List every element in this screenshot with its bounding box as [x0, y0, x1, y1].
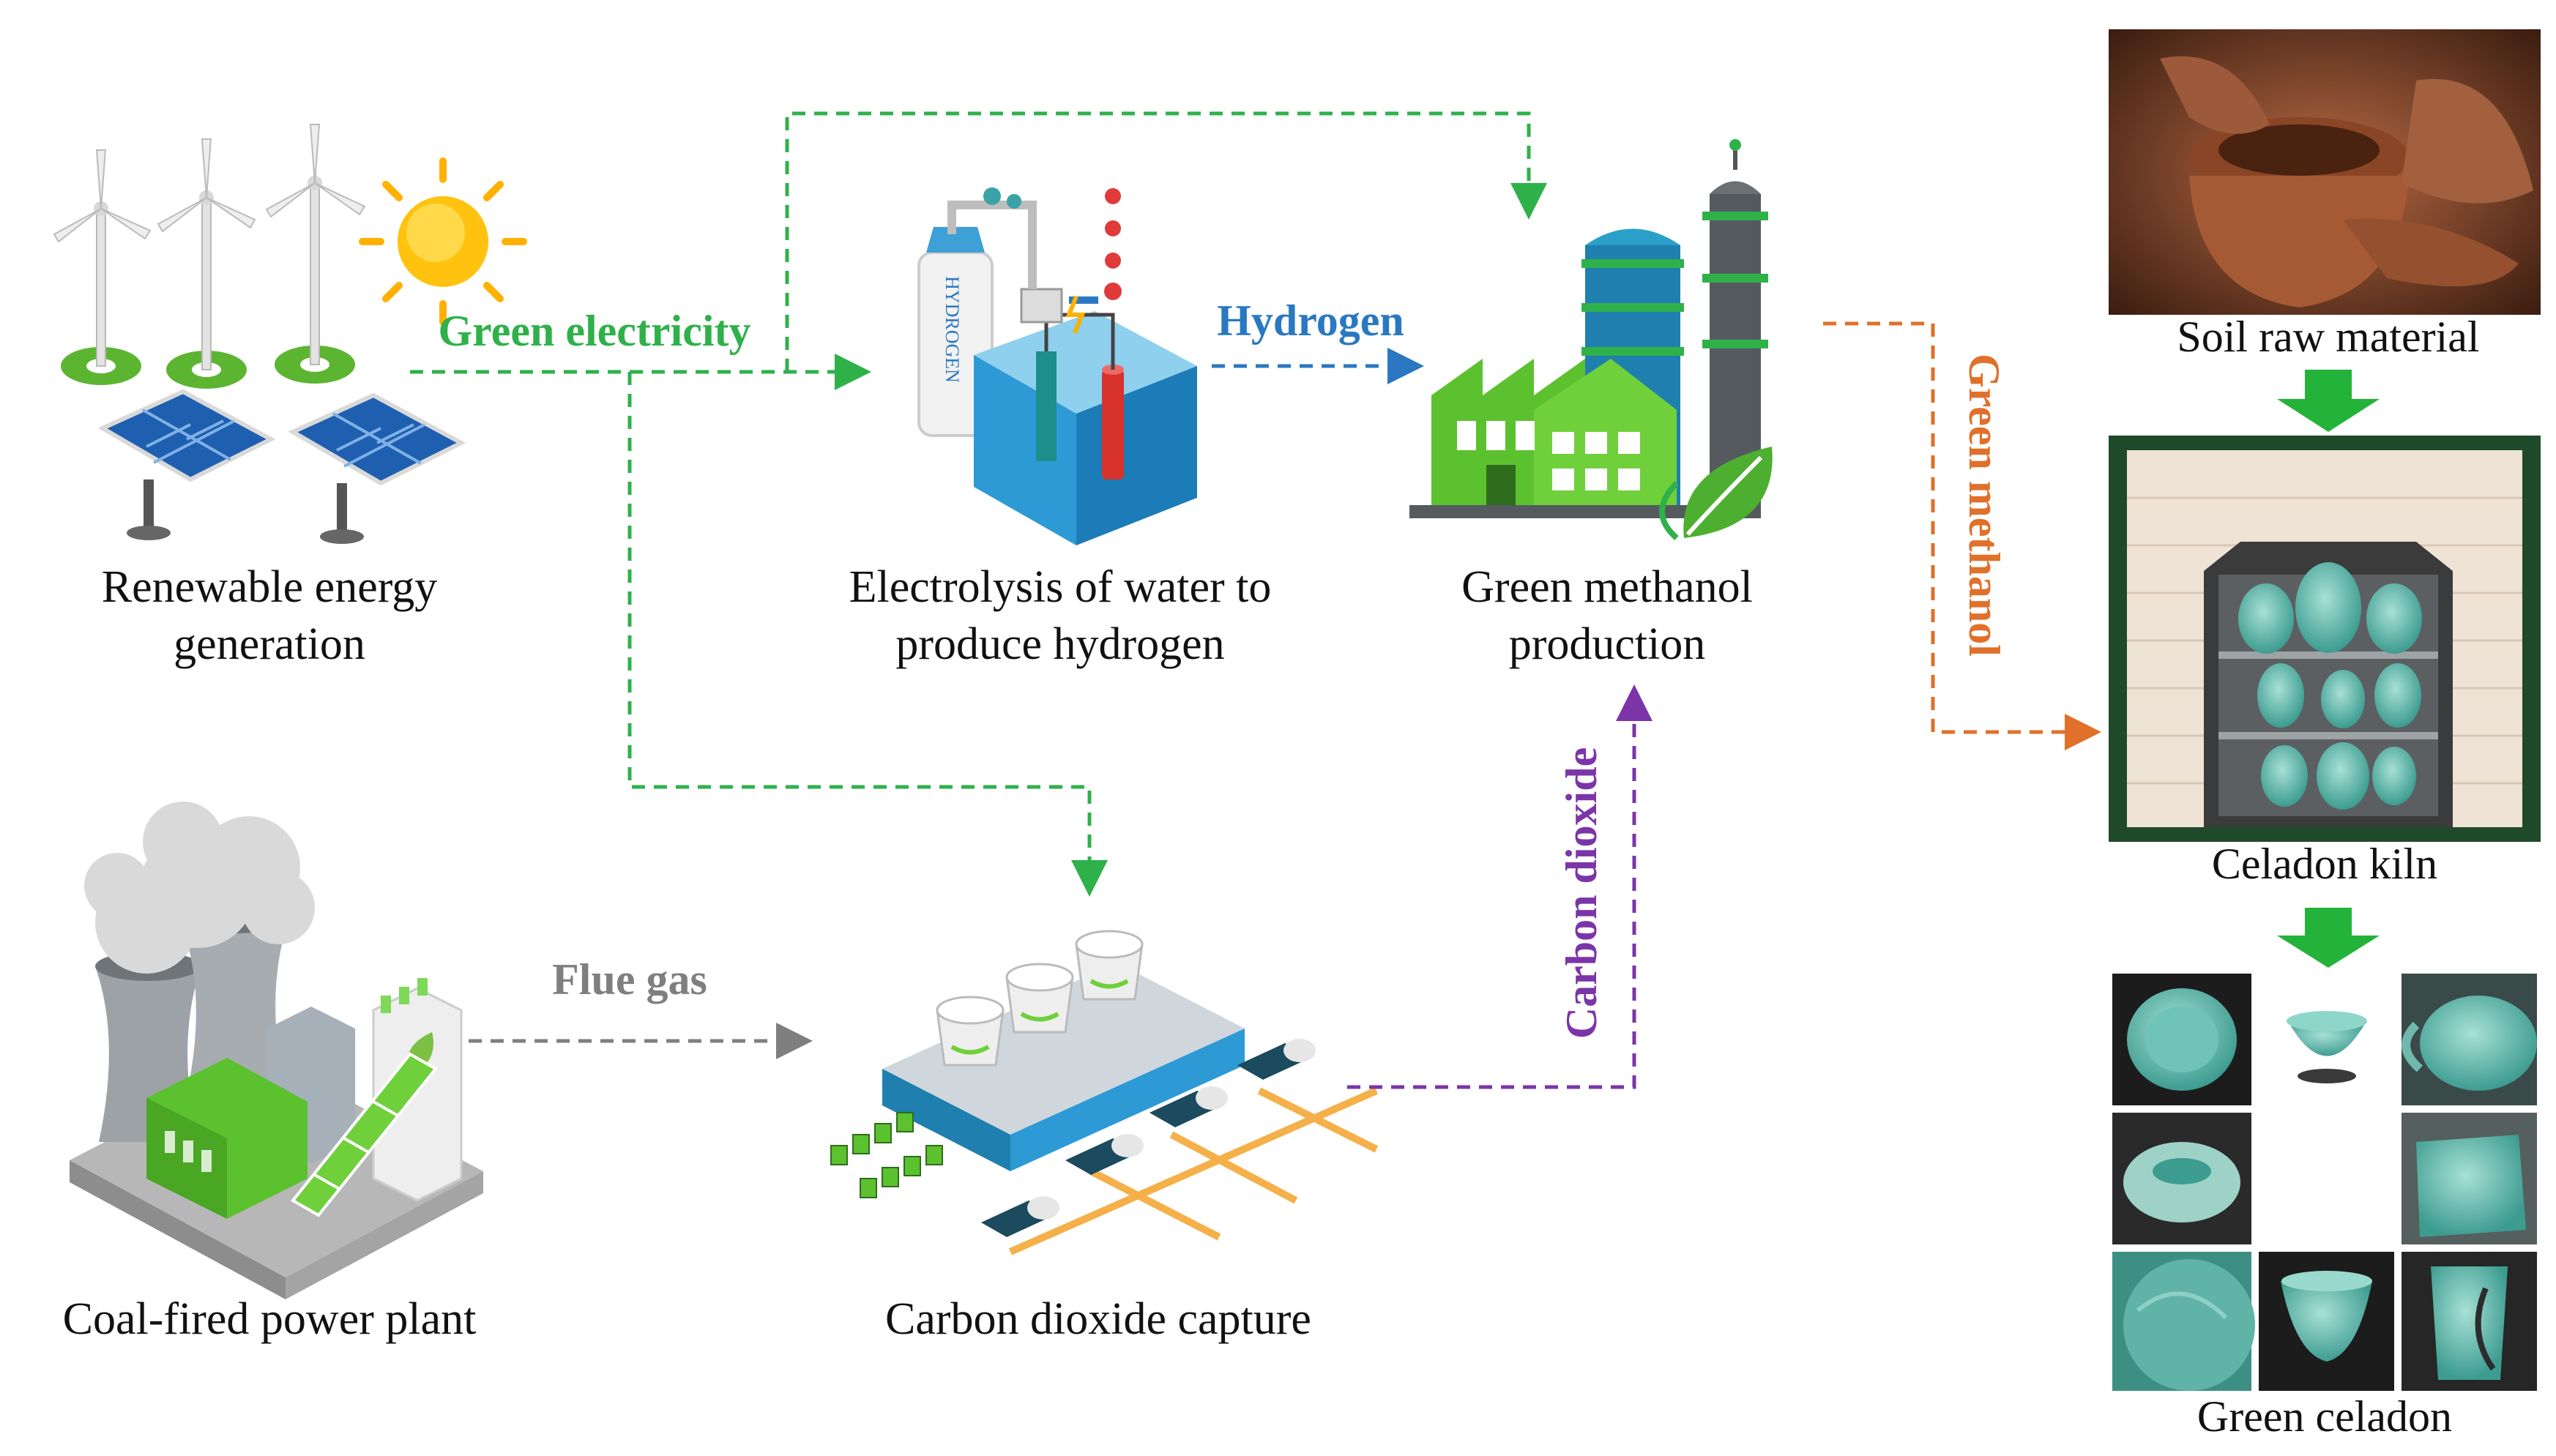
- arrow-green-electricity-to-methanol: [785, 111, 1547, 372]
- down-arrow-icon: [2277, 370, 2380, 432]
- celadon-tile: [2259, 1252, 2394, 1391]
- green-celadon-photo-grid: [2109, 970, 2541, 1395]
- celadon-tile: [2402, 1113, 2537, 1244]
- down-arrow-icon: [2277, 908, 2380, 968]
- carbon-dioxide-label: Carbon dioxide: [1557, 747, 1606, 1039]
- arrow-carbon-dioxide: [1347, 684, 1653, 1089]
- leaf-icon: [1659, 447, 1773, 541]
- solar-panel-icon: [97, 389, 276, 540]
- hydrogen-label: Hydrogen: [1217, 296, 1404, 345]
- coal-plant-label: Coal-fired power plant: [63, 1294, 477, 1344]
- electrolysis-label-line1: Electrolysis of water to: [849, 562, 1272, 612]
- cooling-tower-icons: [936, 930, 1144, 1067]
- celadon-tile: [2112, 974, 2251, 1105]
- celadon-tile: [2259, 1113, 2394, 1244]
- celadon-tile: [2112, 1113, 2251, 1244]
- water-tank-icon: [947, 187, 1197, 545]
- methanol-label-line1: Green methanol: [1461, 562, 1753, 612]
- arrow-green-electricity-to-capture: [627, 372, 1108, 897]
- renewable-energy-illustration: [53, 124, 527, 544]
- green-celadon-label: Green celadon: [2197, 1392, 2452, 1441]
- green-electricity-label: Green electricity: [439, 307, 751, 355]
- arrow-green-methanol: [1823, 321, 2101, 750]
- bubble-icons: [1065, 188, 1122, 335]
- wind-turbine-icon: [157, 138, 256, 389]
- celadon-tile: [2402, 974, 2537, 1105]
- celadon-tile: [2259, 974, 2394, 1105]
- sun-icon: [359, 157, 527, 326]
- cylinder-text: HYDROGEN: [942, 276, 963, 383]
- soil-raw-material-label: Soil raw material: [2177, 313, 2479, 361]
- coal-plant-illustration: [70, 802, 483, 1299]
- green-methanol-label: Green methanol: [1960, 354, 2008, 657]
- small-unit-icons: [830, 1112, 943, 1198]
- flue-gas-label: Flue gas: [552, 955, 707, 1004]
- soil-raw-material-photo: [2109, 29, 2541, 315]
- electrolysis-illustration: HYDROGEN: [917, 187, 1197, 545]
- celadon-kiln-label: Celadon kiln: [2212, 840, 2437, 888]
- solar-panel-icon: [288, 392, 466, 544]
- gas-tank-icons: [981, 1039, 1316, 1237]
- co2-capture-label: Carbon dioxide capture: [885, 1294, 1311, 1344]
- wind-turbine-icon: [53, 149, 152, 385]
- renewable-label-line2: generation: [174, 619, 365, 669]
- methanol-label-line2: production: [1509, 619, 1706, 669]
- celadon-kiln-photo: [2109, 436, 2541, 842]
- renewable-label-line1: Renewable energy: [102, 562, 438, 612]
- methanol-plant-illustration: [1409, 139, 1773, 541]
- wind-turbine-icon: [265, 124, 366, 384]
- electrolysis-label-line2: produce hydrogen: [895, 619, 1224, 669]
- co2-capture-illustration: [830, 930, 1379, 1255]
- celadon-tile: [2112, 1252, 2255, 1391]
- celadon-tile: [2402, 1252, 2537, 1391]
